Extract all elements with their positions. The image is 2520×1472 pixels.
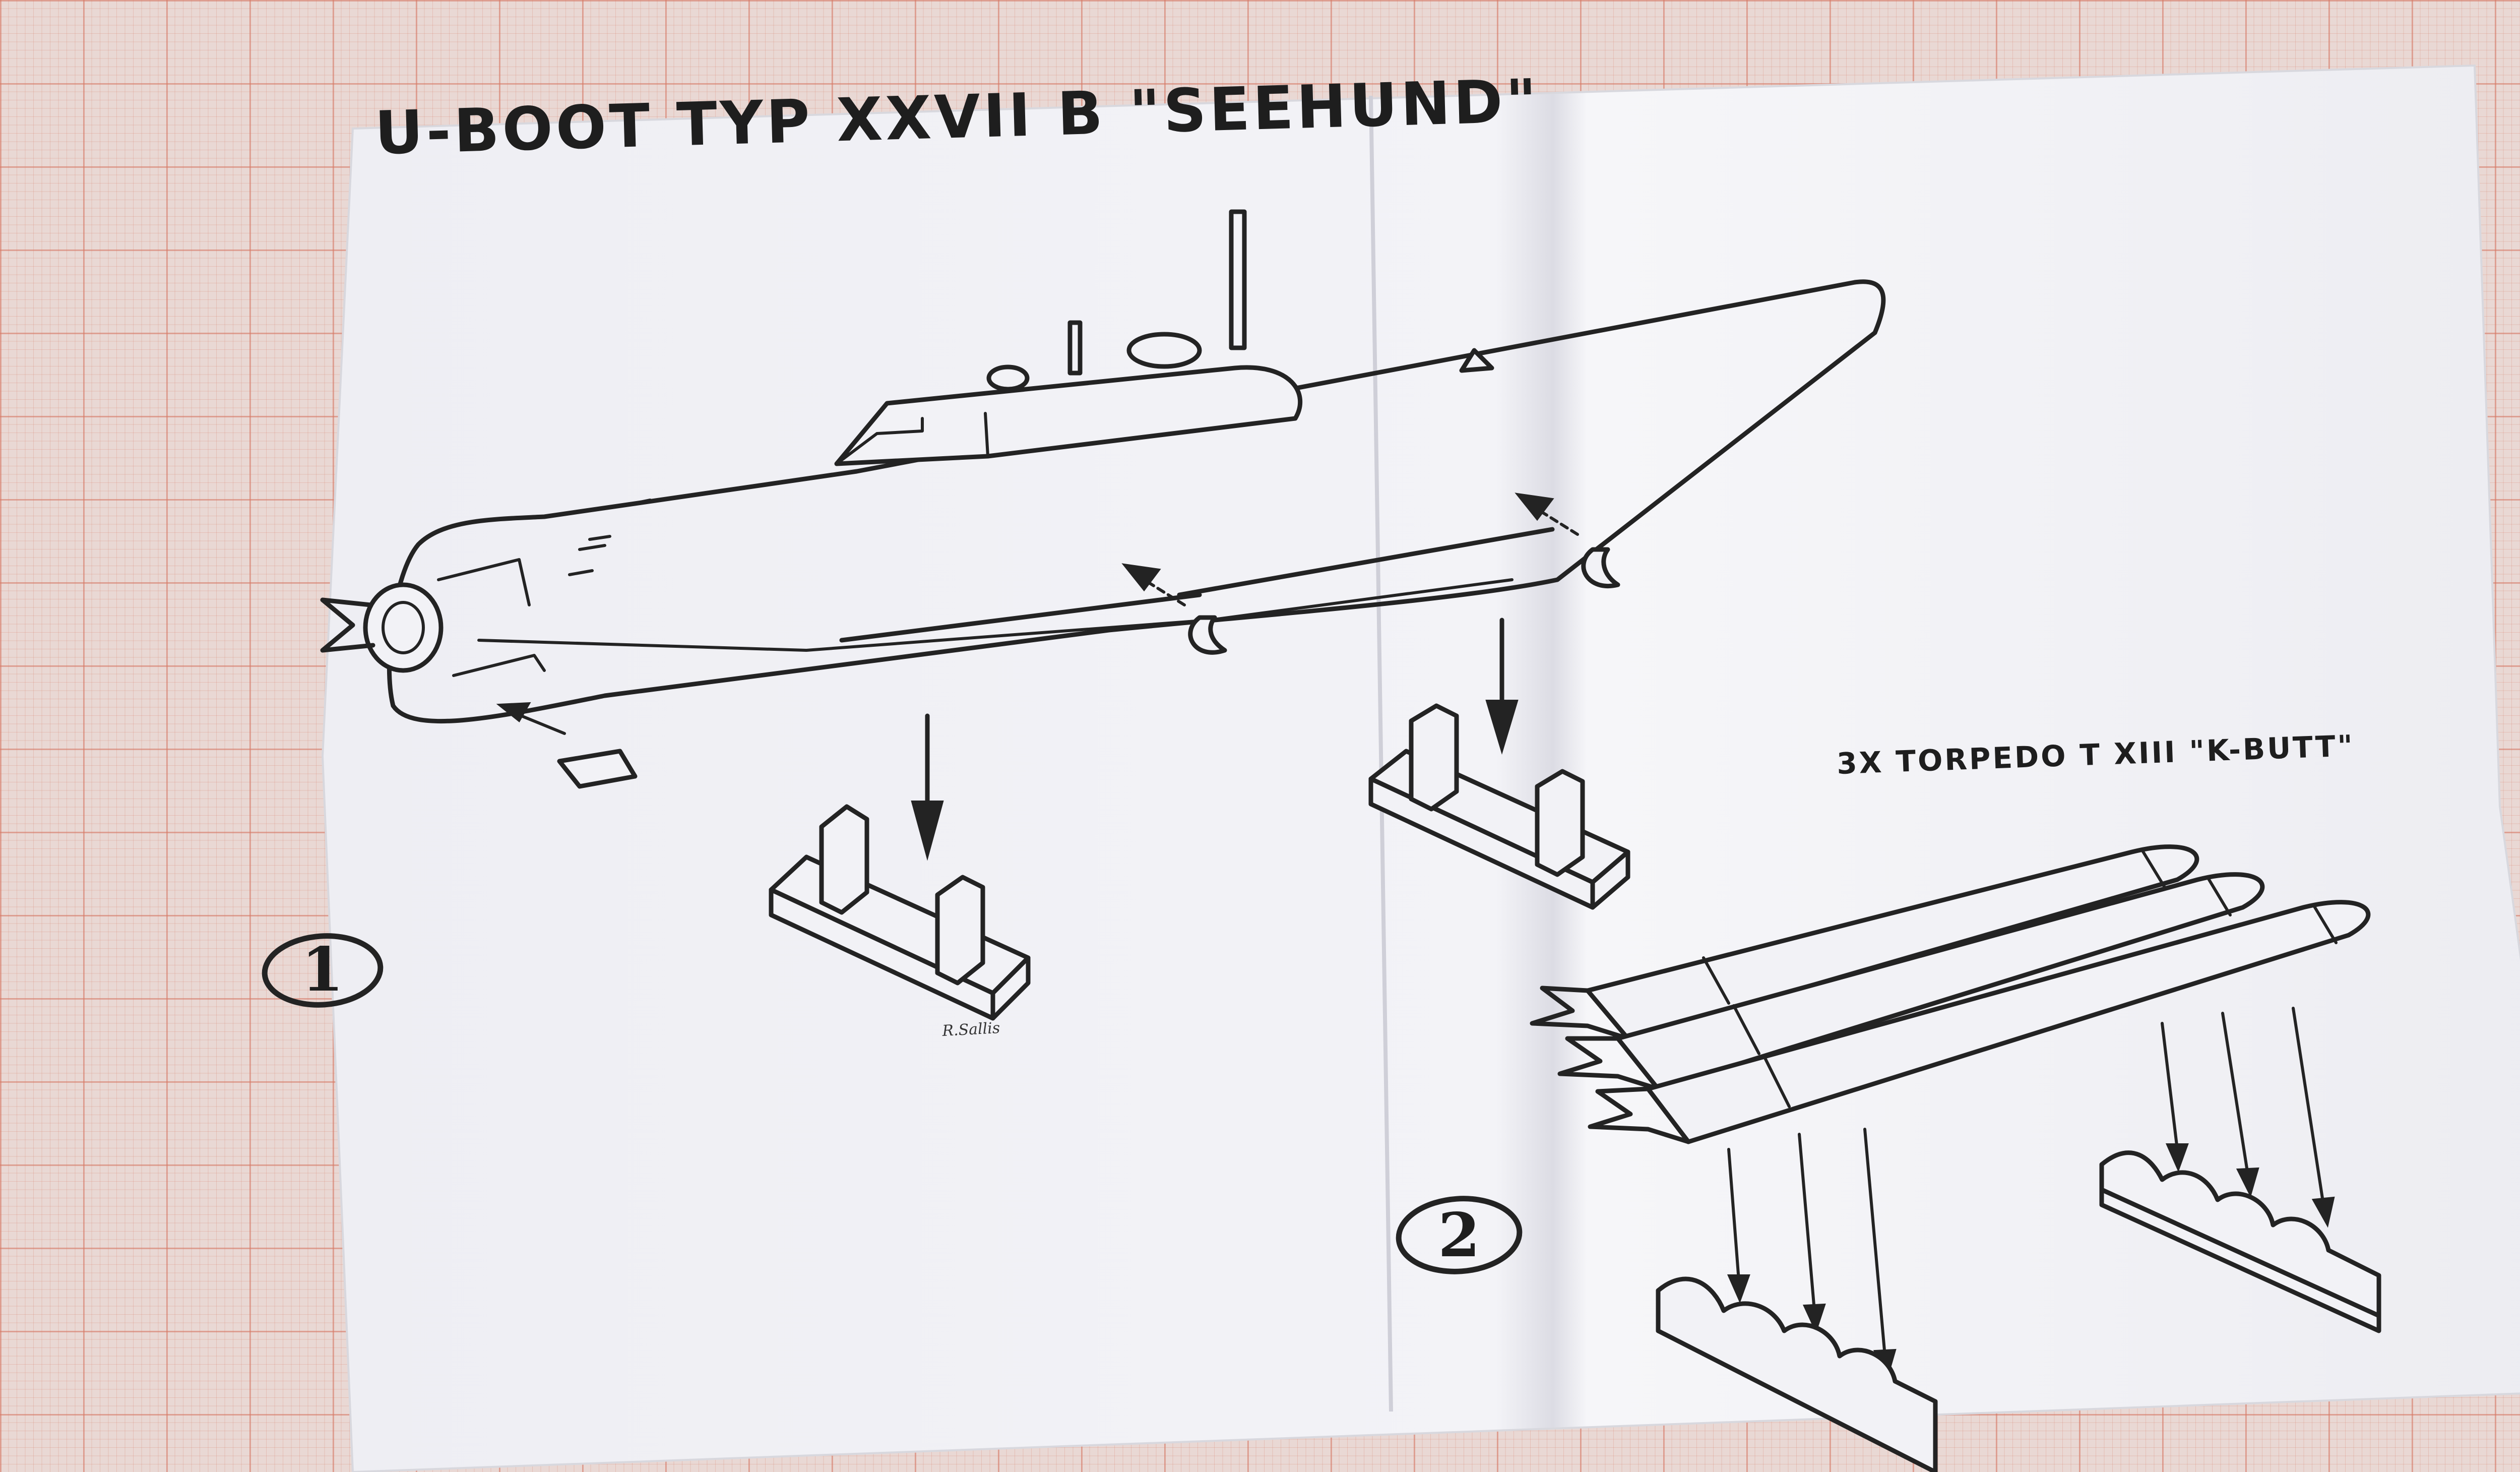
display-stand-right <box>1368 703 1630 910</box>
propeller-shroud <box>363 582 444 673</box>
rail-clamp-1 <box>1188 615 1227 655</box>
torpedo-2 <box>1557 872 2265 1091</box>
snorkel-mast <box>1067 320 1083 376</box>
arrow-down-left <box>911 713 944 861</box>
periscope-mast <box>1229 209 1247 350</box>
arrow-to-stern-part <box>496 702 566 735</box>
loose-stern-part <box>557 749 638 789</box>
arrows-to-left-cradle <box>1727 1128 1897 1379</box>
step-1-marker: 1 <box>262 933 384 1008</box>
step-1-label: 1 <box>301 934 344 1005</box>
paper-fold-line <box>1369 95 1393 1412</box>
conning-tower-step <box>835 417 924 465</box>
artist-signature: R.Sallis <box>941 1019 1000 1040</box>
display-stand-left <box>769 804 1031 1021</box>
torpedo-cradle-right <box>2099 1150 2381 1333</box>
step-2-label: 2 <box>1438 1200 1480 1271</box>
hull-vents <box>568 499 652 576</box>
torpedo-cradle-left <box>1656 1276 1938 1472</box>
arrow-to-rail-2 <box>1515 493 1579 536</box>
step-2-marker: 2 <box>1396 1196 1523 1274</box>
torpedo-rail-2 <box>1177 527 1555 597</box>
propeller-blade <box>320 597 375 653</box>
stern-rudder <box>437 558 546 677</box>
torpedo-group <box>1530 844 2371 1144</box>
arrow-to-rail-1 <box>1121 563 1186 606</box>
torpedo-1 <box>1530 844 2199 1041</box>
submarine-drawing <box>320 209 1886 789</box>
hatch-small <box>986 364 1030 392</box>
rail-clamp-2 <box>1581 547 1620 588</box>
arrow-down-right <box>1485 618 1519 755</box>
conning-tower-seam <box>984 412 989 458</box>
arrows-to-right-cradle <box>2161 1007 2335 1228</box>
conning-tower <box>834 365 1302 466</box>
hatch-large <box>1126 332 1202 369</box>
propeller-hub <box>382 601 425 654</box>
torpedo-rail-1 <box>839 592 1202 643</box>
submarine-keel-line <box>477 578 1514 652</box>
deck-cleat <box>1459 348 1494 373</box>
torpedo-3 <box>1588 900 2371 1144</box>
